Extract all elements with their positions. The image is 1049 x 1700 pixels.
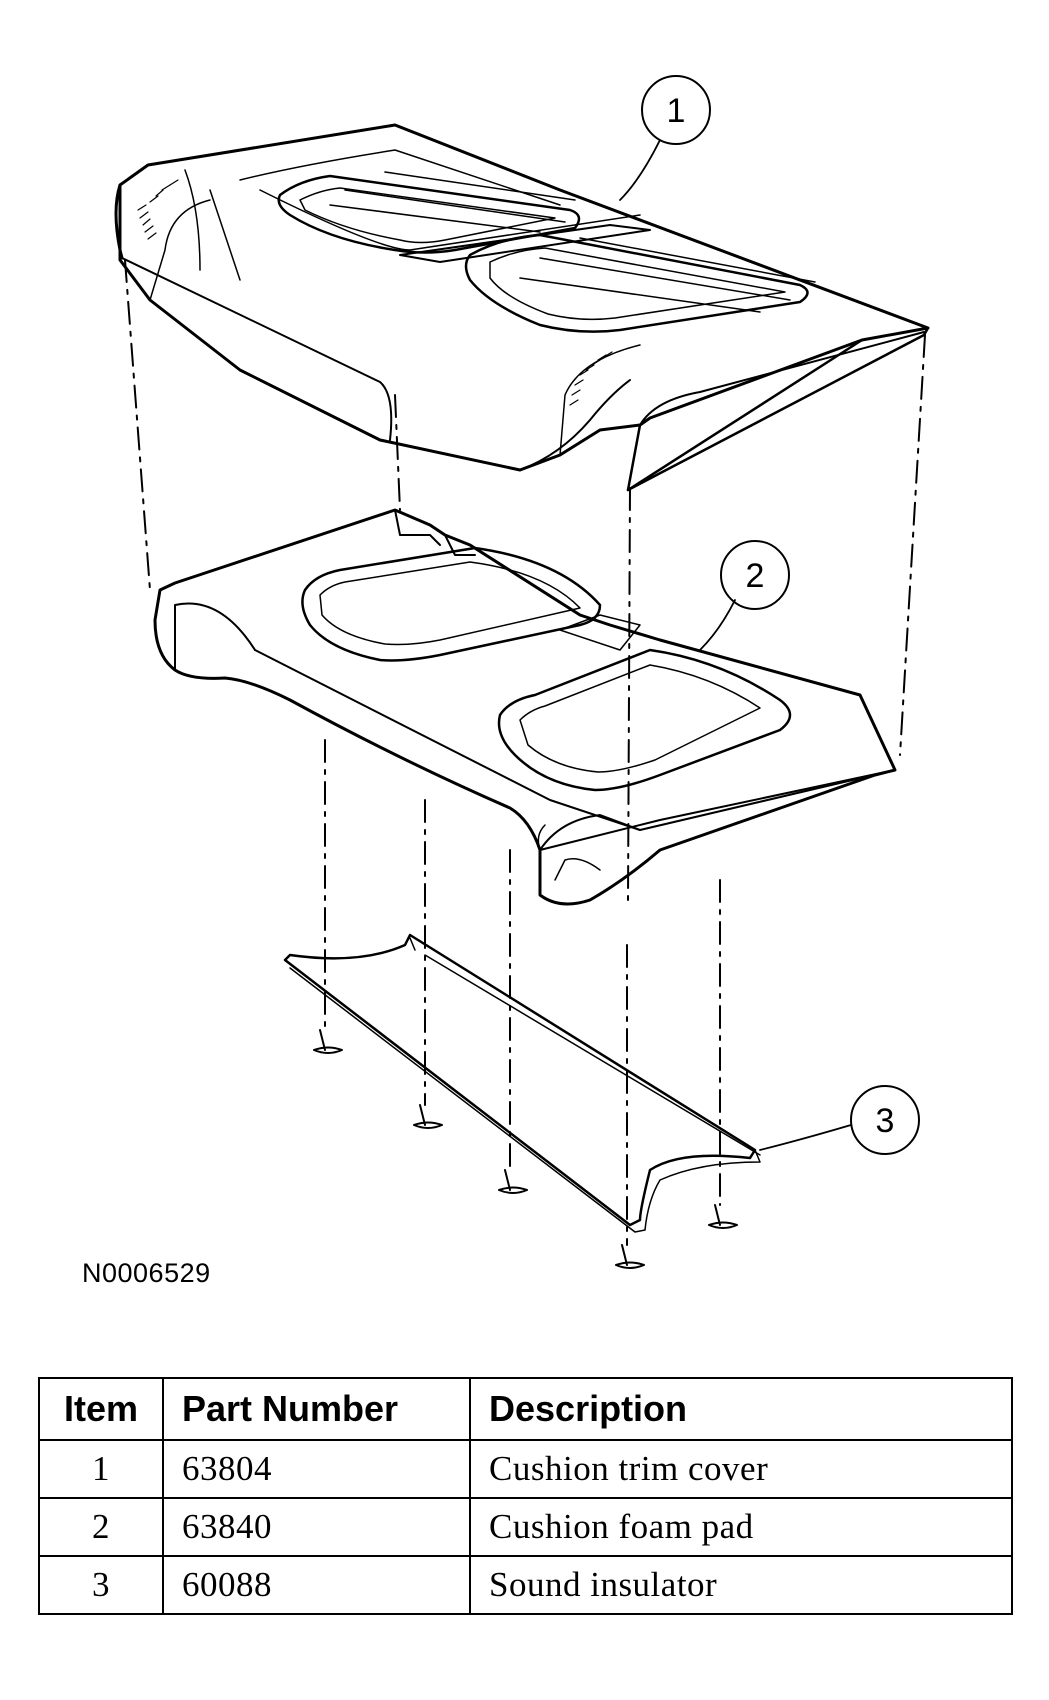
row-item: 2: [38, 1497, 164, 1557]
parts-table: Item Part Number Description 1 63804 Cus…: [38, 1377, 1013, 1615]
row-part-number: 63840: [162, 1497, 471, 1557]
callout-2-label: 2: [746, 557, 765, 595]
row-description: Cushion trim cover: [469, 1439, 1013, 1499]
row-part-number: 60088: [162, 1555, 471, 1615]
table-row: 1 63804 Cushion trim cover: [38, 1439, 1013, 1499]
callout-1-label: 1: [667, 92, 686, 130]
table-row: 3 60088 Sound insulator: [38, 1555, 1013, 1615]
row-description: Cushion foam pad: [469, 1497, 1013, 1557]
cushion-trim-cover-drawing: [114, 123, 930, 492]
sound-insulator-drawing: [283, 933, 761, 1233]
callout-1: 1: [619, 75, 711, 201]
callout-2: 2: [699, 540, 790, 651]
push-pin-fasteners: [313, 1029, 738, 1269]
exploded-view-illustration: 1 2 3: [114, 75, 930, 1269]
table-header-row: Item Part Number Description: [38, 1377, 1013, 1441]
alignment-lines: [124, 259, 926, 1246]
callout-3: 3: [759, 1085, 920, 1155]
header-item: Item: [38, 1377, 164, 1441]
table-row: 2 63840 Cushion foam pad: [38, 1497, 1013, 1557]
row-item: 3: [38, 1555, 164, 1615]
row-part-number: 63804: [162, 1439, 471, 1499]
figure-id: N0006529: [82, 1258, 211, 1288]
row-description: Sound insulator: [469, 1555, 1013, 1615]
callout-3-label: 3: [876, 1102, 895, 1140]
header-description: Description: [469, 1377, 1013, 1441]
header-part-number: Part Number: [162, 1377, 471, 1441]
row-item: 1: [38, 1439, 164, 1499]
cushion-foam-pad-drawing: [153, 508, 897, 906]
